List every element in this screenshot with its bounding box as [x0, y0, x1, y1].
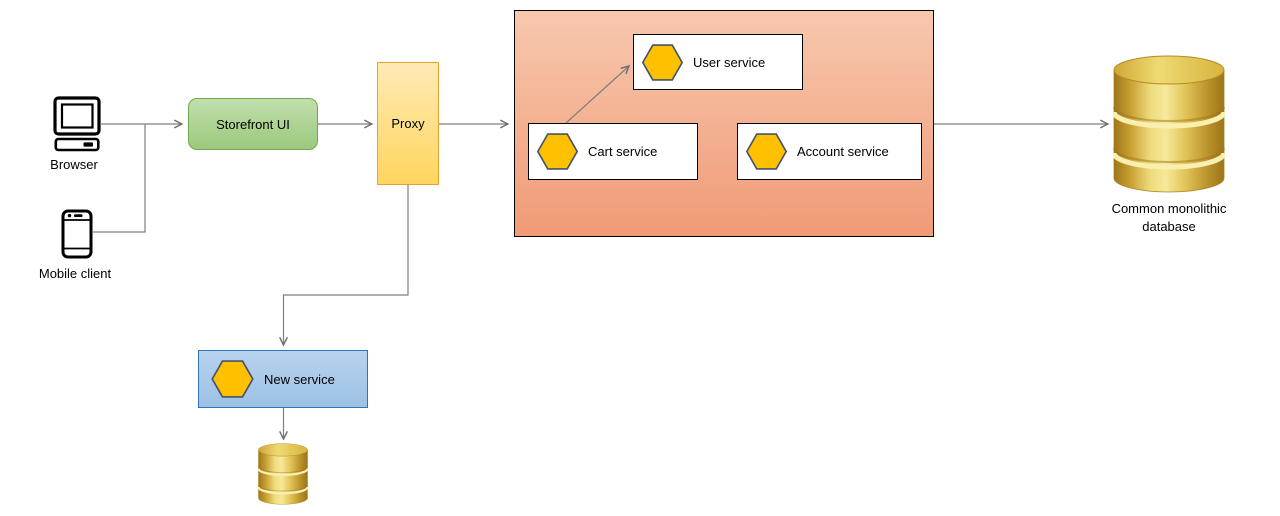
mobile-client-label: Mobile client	[38, 266, 112, 281]
user-service-node: User service	[633, 34, 803, 90]
new-service-label: New service	[264, 371, 335, 387]
monolithic-db-label-line2: database	[1142, 219, 1196, 235]
proxy-label: Proxy	[391, 116, 425, 131]
new-service-node: New service	[198, 350, 368, 408]
edge-proxy-new-service	[279, 185, 409, 347]
hexagon-icon	[746, 133, 787, 170]
database-icon	[1113, 55, 1225, 193]
hexagon-icon	[211, 360, 254, 398]
browser-computer-icon	[53, 96, 101, 152]
new-service-database-icon	[258, 443, 308, 505]
mobile-phone-icon	[61, 209, 93, 259]
user-service-label: User service	[693, 54, 766, 70]
storefront-ui-label: Storefront UI	[216, 116, 290, 132]
cart-service-label: Cart service	[588, 144, 658, 159]
proxy-node: Proxy	[377, 62, 439, 185]
account-service-label: Account service	[797, 144, 889, 159]
browser-label: Browser	[50, 157, 98, 172]
account-service-node: Account service	[737, 123, 922, 180]
cart-service-node: Cart service	[528, 123, 698, 180]
hexagon-icon	[642, 43, 683, 81]
monolithic-db-label: Common monolithic database	[1089, 200, 1249, 236]
monolithic-db-label-line1: Common monolithic	[1111, 201, 1227, 216]
storefront-ui-node: Storefront UI	[188, 98, 318, 150]
hexagon-icon	[537, 133, 578, 170]
